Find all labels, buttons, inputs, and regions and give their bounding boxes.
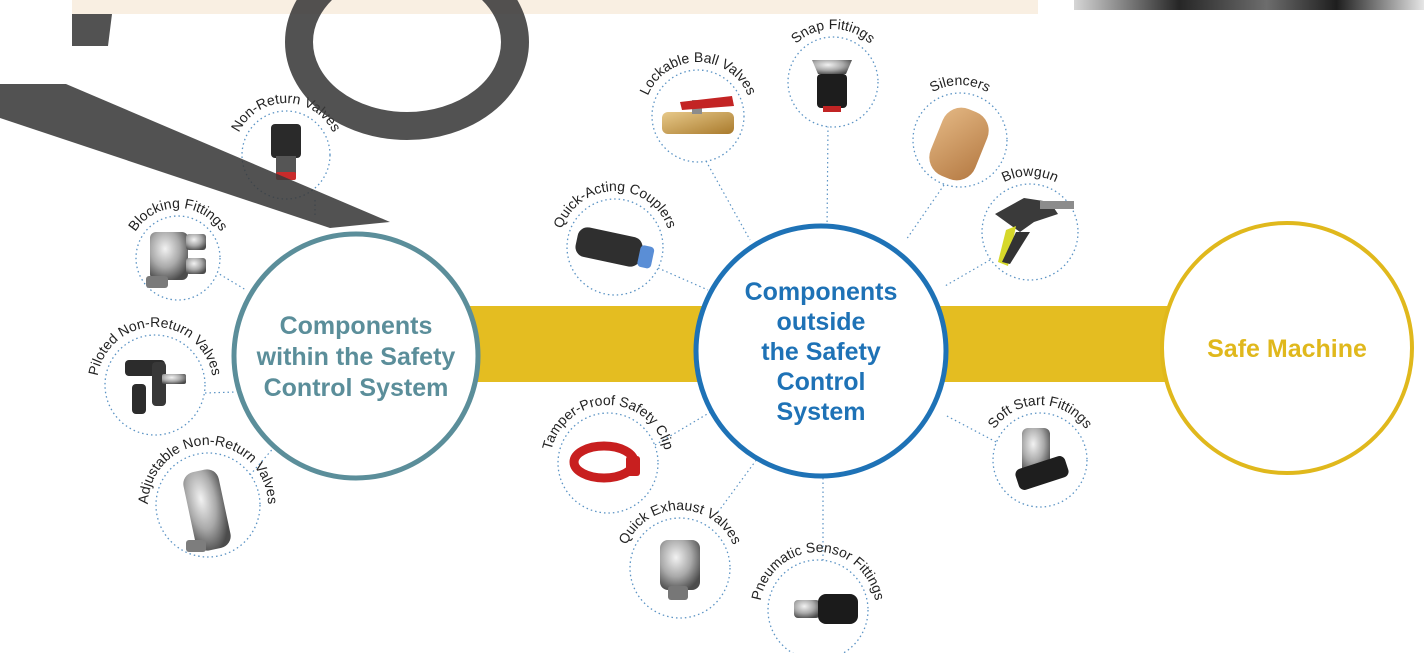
hub-outside-line-3: Control [777, 368, 866, 396]
hub-within-line-2: Control System [264, 374, 449, 402]
soft-start-fitting-icon [1015, 428, 1069, 490]
silencer-icon [929, 107, 989, 181]
non-return-valve-icon [271, 124, 301, 180]
hub-safe [1160, 221, 1414, 475]
hub-outside-line-1: outside [777, 308, 866, 336]
hub-within [231, 231, 481, 481]
piloted-non-return-valve-icon [125, 360, 186, 414]
hub-outside-line-4: System [777, 398, 866, 426]
blowgun-icon [995, 198, 1074, 266]
safety-clip-icon [569, 441, 640, 483]
hub-outside-line-0: Components [745, 278, 898, 306]
node-label-silencers: Silencers [927, 72, 993, 95]
hub-safe-line-0: Safe Machine [1207, 335, 1367, 363]
hub-within-line-1: within the Safety [256, 343, 456, 371]
node-circle-safety-clip [557, 412, 659, 514]
hub-within-line-0: Components [280, 312, 433, 340]
coupler-icon [575, 227, 655, 269]
watermark [0, 0, 529, 228]
adjustable-non-return-valve-icon [183, 469, 231, 552]
blocking-fitting-icon [146, 232, 206, 288]
node-label-blowgun: Blowgun [999, 163, 1061, 185]
hub-outside [693, 223, 949, 479]
quick-exhaust-valve-icon [660, 540, 700, 600]
header-photo [1074, 0, 1424, 10]
sensor-fitting-icon [794, 594, 858, 624]
hub-outside-line-2: the Safety [761, 338, 881, 366]
ball-valve-icon [662, 96, 734, 134]
snap-fitting-icon [812, 60, 852, 112]
